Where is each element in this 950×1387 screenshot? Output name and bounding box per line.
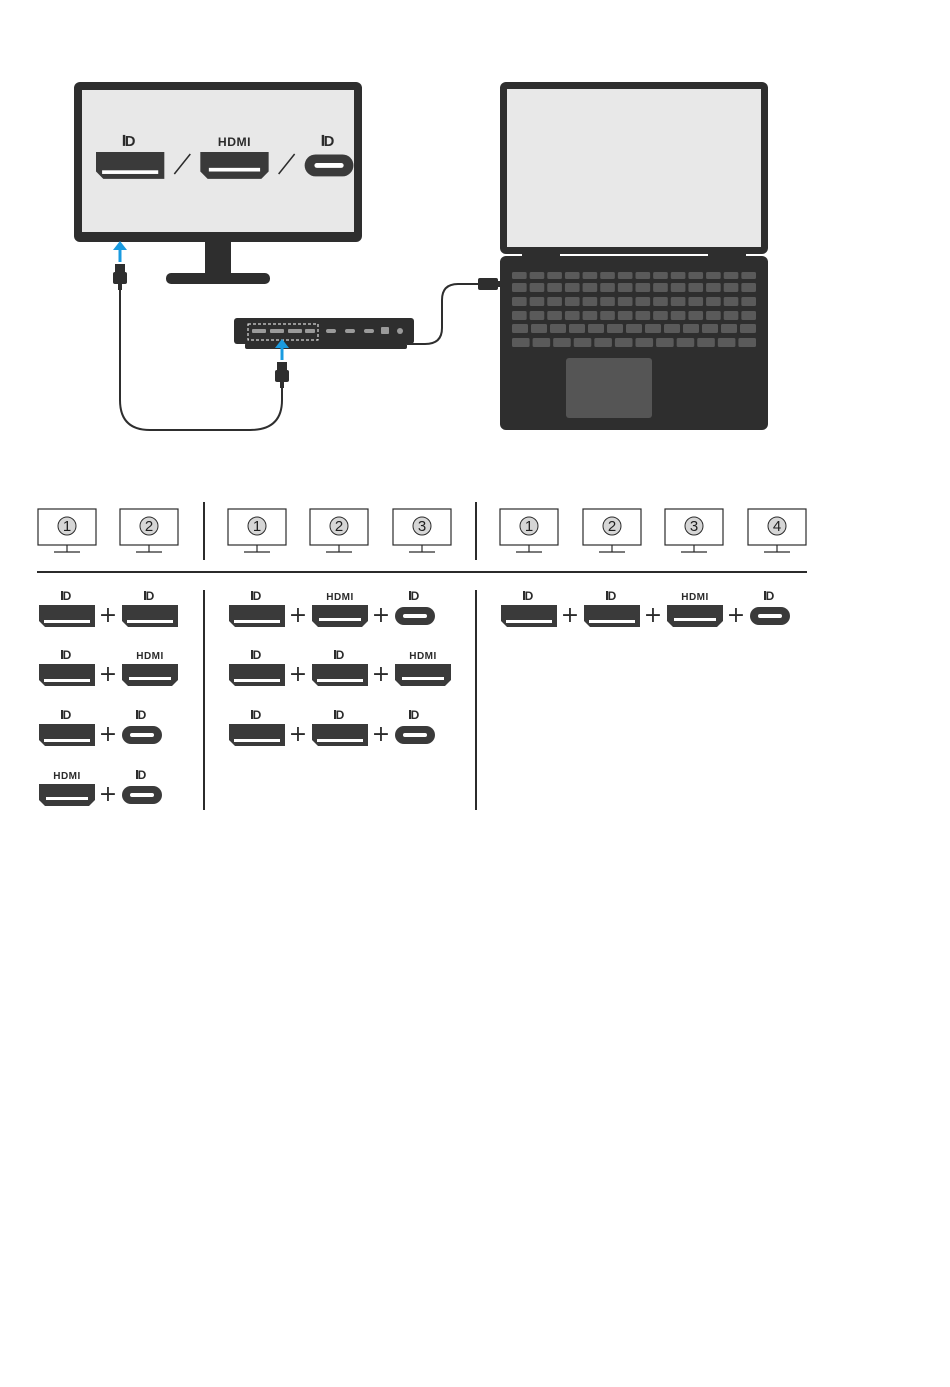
plus-separator: +: [289, 722, 307, 747]
monitor-icon: 2: [310, 509, 368, 552]
combination-row: D + D + HDMI + D: [501, 589, 790, 628]
displayport-logo: D: [324, 134, 335, 150]
hdmi-logo: HDMI: [53, 771, 81, 782]
plus-separator: +: [372, 603, 390, 628]
hdmi-icon: HDMI: [395, 651, 451, 686]
combination-row: D + D: [39, 589, 178, 628]
monitor-number: 1: [525, 518, 533, 535]
monitor-number: 4: [773, 518, 781, 535]
docking-station: [234, 318, 414, 349]
displayport-logo: D: [125, 134, 136, 150]
monitor-number: 2: [608, 518, 616, 535]
displayport-icon: D: [39, 648, 95, 686]
laptop-touchpad: [566, 358, 652, 418]
plus-separator: +: [99, 782, 117, 807]
usb-c-plug: [478, 278, 503, 290]
hdmi-logo: HDMI: [326, 592, 354, 603]
plus-separator: +: [289, 662, 307, 687]
usb-c-icon: D: [122, 708, 162, 744]
combination-row: D + HDMI + D: [229, 589, 435, 628]
displayport-logo: D: [253, 708, 262, 722]
monitor-icon: 2: [120, 509, 178, 552]
usb-c-icon: D: [750, 589, 790, 625]
plus-separator: +: [727, 603, 745, 628]
displayport-logo: D: [253, 648, 262, 662]
displayport-icon: D: [501, 589, 557, 627]
plus-separator: +: [644, 603, 662, 628]
hdmi-icon: HDMI: [122, 651, 178, 686]
combination-row: D + HDMI: [39, 648, 178, 687]
monitor-icon: 1: [38, 509, 96, 552]
plus-separator: +: [372, 722, 390, 747]
hdmi-logo: HDMI: [218, 135, 251, 149]
displayport-icon: D: [122, 589, 178, 627]
displayport-logo: D: [525, 589, 534, 603]
displayport-logo: D: [253, 589, 262, 603]
monitor-icon: 1: [500, 509, 558, 552]
displayport-icon: D: [39, 589, 95, 627]
monitor-number: 3: [690, 518, 698, 535]
displayport-icon: D: [229, 648, 285, 686]
external-monitor: [74, 82, 362, 284]
plus-separator: +: [99, 603, 117, 628]
laptop: [500, 82, 768, 430]
monitor-icon: 3: [393, 509, 451, 552]
displayport-logo: D: [411, 708, 420, 722]
hdmi-logo: HDMI: [136, 651, 164, 662]
combination-row: D + D + D: [229, 708, 435, 747]
up-arrow-icon: [113, 241, 127, 262]
monitor-number: 1: [253, 518, 261, 535]
video-cable: [120, 290, 282, 430]
hdmi-icon: HDMI: [39, 771, 95, 806]
monitor-icon: 2: [583, 509, 641, 552]
monitor-icon: 4: [748, 509, 806, 552]
displayport-icon: D: [39, 708, 95, 746]
monitor-icon: 3: [665, 509, 723, 552]
displayport-icon: D: [584, 589, 640, 627]
displayport-icon: D: [312, 708, 368, 746]
displayport-logo: D: [138, 708, 147, 722]
usb-c-cable: [407, 284, 482, 344]
hdmi-icon: HDMI: [312, 592, 368, 627]
displayport-logo: D: [138, 768, 147, 782]
monitor-number: 3: [418, 518, 426, 535]
displayport-logo: D: [146, 589, 155, 603]
displayport-logo: D: [63, 708, 72, 722]
monitor-icon: 1: [228, 509, 286, 552]
displayport-logo: D: [336, 708, 345, 722]
displayport-logo: D: [411, 589, 420, 603]
plus-separator: +: [289, 603, 307, 628]
monitor-number: 1: [63, 518, 71, 535]
plus-separator: +: [99, 722, 117, 747]
usb-c-icon: D: [122, 768, 162, 804]
displayport-logo: D: [608, 589, 617, 603]
displayport-logo: D: [766, 589, 775, 603]
displayport-icon: D: [229, 708, 285, 746]
plus-separator: +: [99, 662, 117, 687]
hdmi-icon: HDMI: [667, 592, 723, 627]
displayport-logo: D: [63, 648, 72, 662]
combination-row: HDMI + D: [39, 768, 162, 807]
displayport-logo: D: [63, 589, 72, 603]
usb-c-icon: D: [395, 589, 435, 625]
hdmi-logo: HDMI: [681, 592, 709, 603]
combination-row: D + D + HDMI: [229, 648, 451, 687]
monitor-count-row: 1 2 1 2 3 1 2 3 4: [38, 509, 806, 552]
video-cable-plug: [275, 362, 289, 388]
monitor-number: 2: [335, 518, 343, 535]
displayport-icon: D: [229, 589, 285, 627]
port-combinations: D+DD+HDMID+DHDMI+DD+HDMI+DD+D+HDMID+D+DD…: [39, 589, 790, 807]
plus-separator: +: [372, 662, 390, 687]
plus-separator: +: [561, 603, 579, 628]
displayport-logo: D: [336, 648, 345, 662]
video-cable-plug: [113, 264, 127, 290]
monitor-number: 2: [145, 518, 153, 535]
usb-c-icon: D: [395, 708, 435, 744]
hdmi-logo: HDMI: [409, 651, 437, 662]
combination-row: D + D: [39, 708, 162, 747]
displayport-icon: D: [312, 648, 368, 686]
